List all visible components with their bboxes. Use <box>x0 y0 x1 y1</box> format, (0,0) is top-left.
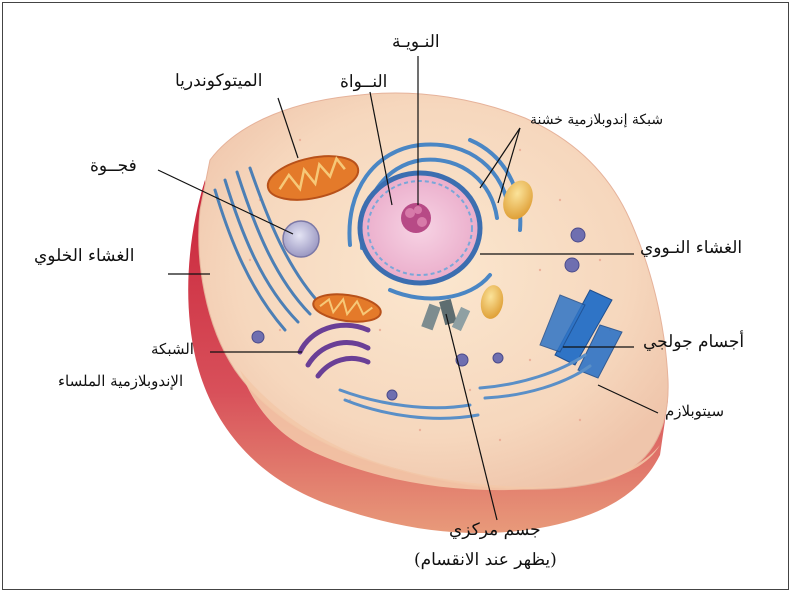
label-smooth-er-line2: الإندوبلازمية الملساء <box>58 374 183 389</box>
label-rough-er: شبكة إندوبلازمية خشنة <box>530 113 663 127</box>
nucleolus-shape <box>401 203 431 233</box>
label-mitochondria: الميتوكوندريا <box>175 73 262 90</box>
label-cytoplasm: سيتوبلازم <box>665 404 724 419</box>
label-smooth-er-line1: الشبكة <box>151 342 194 357</box>
label-centrosome-line2: (يظهر عند الانقسام) <box>414 552 557 569</box>
label-nucleus: النــواة <box>340 74 387 91</box>
label-cell-membrane: الغشاء الخلوي <box>34 248 134 265</box>
label-centrosome-line1: جسم مركزي <box>449 522 541 539</box>
label-golgi: أجسام جولجي <box>643 334 744 351</box>
vacuole-shape <box>283 221 319 257</box>
label-vacuole: فجــوة <box>90 158 137 175</box>
label-nuclear-envelope: الغشاء النـووي <box>640 240 742 257</box>
label-nucleolus: النـويـة <box>392 34 440 51</box>
